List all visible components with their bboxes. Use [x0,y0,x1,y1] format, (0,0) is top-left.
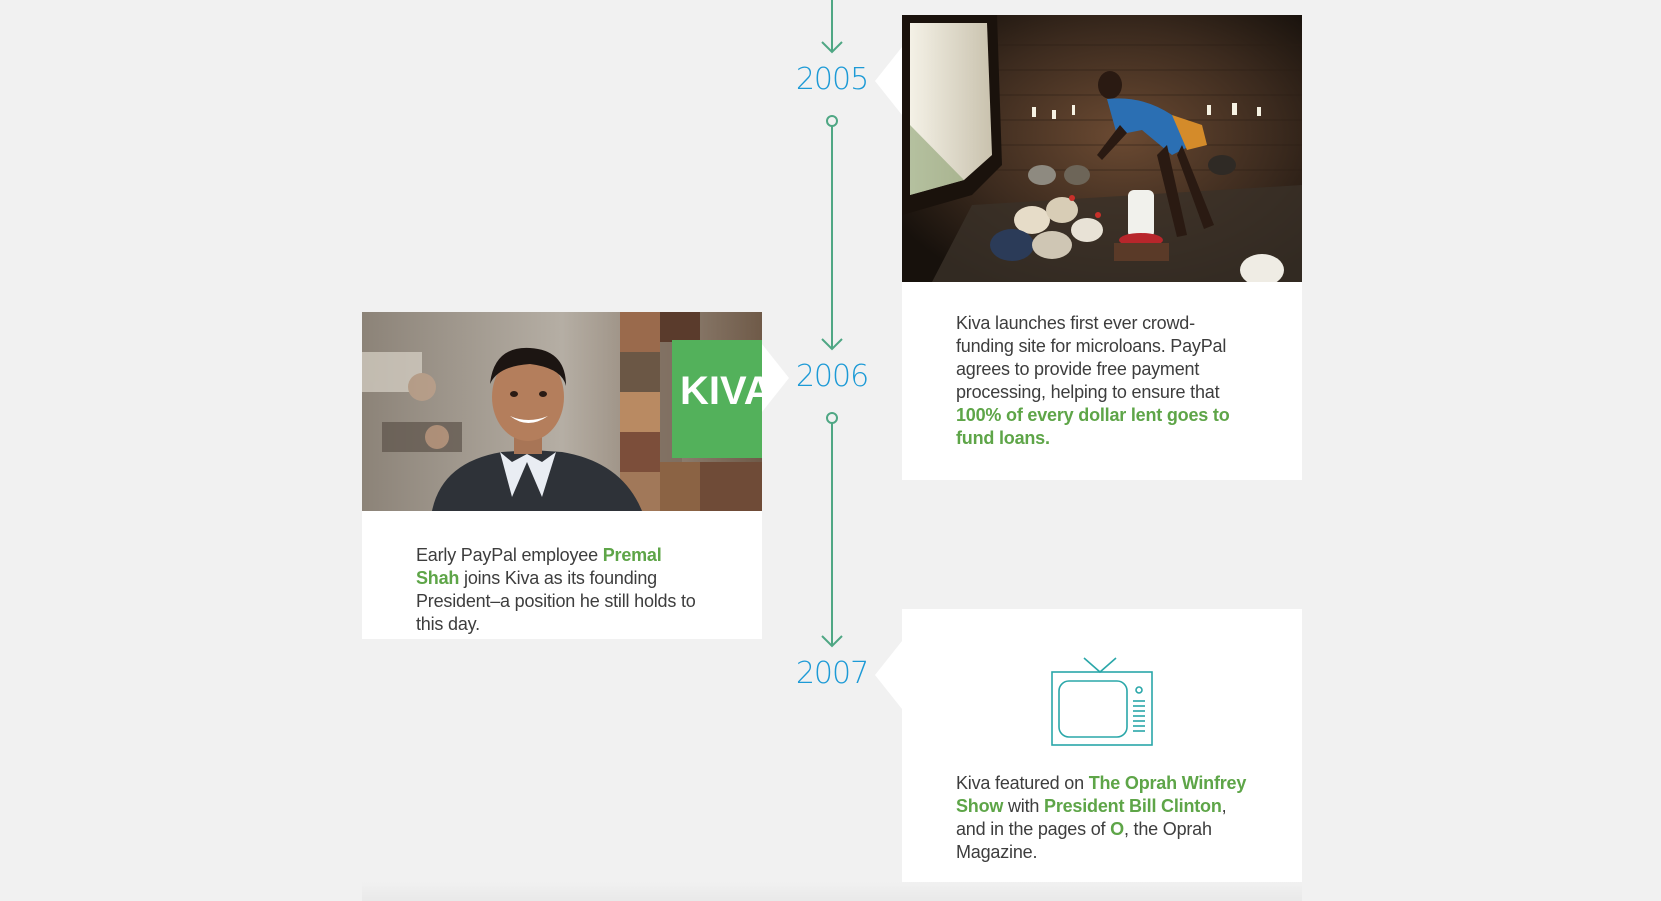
card-2005-description: Kiva launches first ever crowd-funding s… [956,313,1227,402]
card-2005-text: Kiva launches first ever crowd-funding s… [902,282,1302,450]
year-2005: 2005 [795,62,869,97]
highlight-100-percent[interactable]: 100% of every dollar lent goes to fund l… [956,405,1230,448]
card-2006-pointer [762,344,789,412]
kiva-banner-text: KIVA [680,369,762,413]
card-2007-text-2: with [1003,796,1045,816]
year-2006: 2006 [795,359,869,394]
card-2007-text-4: , the Oprah Magazine. [956,819,1212,862]
year-2007: 2007 [795,656,869,691]
premal-shah-link[interactable]: Premal Shah [416,545,662,588]
card-2006-description-start: Early PayPal employee [416,545,603,565]
card-2005-pointer [875,47,902,115]
card-2006-text: Early PayPal employee Premal Shah joins … [362,511,762,636]
card-2007-text-3: , and in the pages of [956,796,1227,839]
card-2007-text-1: Kiva featured on [956,773,1089,793]
card-2006-description-end: joins Kiva as its founding President–a p… [416,568,696,634]
oprah-show-link[interactable]: The Oprah Winfrey Show [956,773,1247,816]
card-2007-pointer [875,641,902,709]
card-2007: Kiva featured on The Oprah Winfrey Show … [902,609,1302,891]
card-2007-text: Kiva featured on The Oprah Winfrey Show … [902,772,1302,864]
chicken-farmer-photo [902,15,1302,282]
next-card-edge [362,882,1302,901]
bill-clinton-link[interactable]: President Bill Clinton [1044,796,1222,816]
television-icon [1050,657,1154,747]
card-2006: KIVA Early PayPal employee Premal Shah j… [362,312,762,639]
o-magazine-link[interactable]: O [1110,819,1124,839]
premal-shah-photo: KIVA [362,312,762,511]
card-2005: Kiva launches first ever crowd-funding s… [902,15,1302,480]
